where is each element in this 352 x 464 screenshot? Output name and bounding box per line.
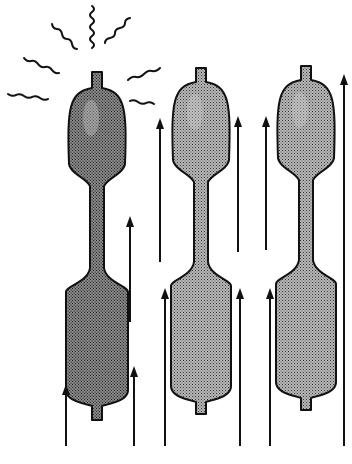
ray-6 [8, 94, 48, 100]
field-arrow-head-2 [126, 216, 134, 227]
ray-7 [130, 100, 154, 104]
field-arrow-head-4 [156, 118, 164, 129]
field-arrow-head-5 [161, 288, 169, 299]
ray-1 [90, 6, 94, 48]
ray-3 [105, 18, 130, 43]
specimen-middle-highlight [187, 94, 203, 130]
field-arrow-head-6 [234, 116, 242, 127]
field-arrow-head-3 [130, 366, 138, 377]
field-arrow-head-9 [266, 288, 274, 299]
field-arrow-head-8 [262, 116, 270, 127]
specimens [66, 66, 336, 420]
glowing-specimen-highlight [83, 100, 99, 136]
ray-5 [128, 68, 160, 80]
field-arrow-head-10 [340, 74, 348, 85]
ray-4 [24, 58, 59, 73]
ray-2 [52, 24, 77, 49]
field-arrow-head-7 [236, 288, 244, 299]
specimen-right-highlight [292, 92, 308, 128]
